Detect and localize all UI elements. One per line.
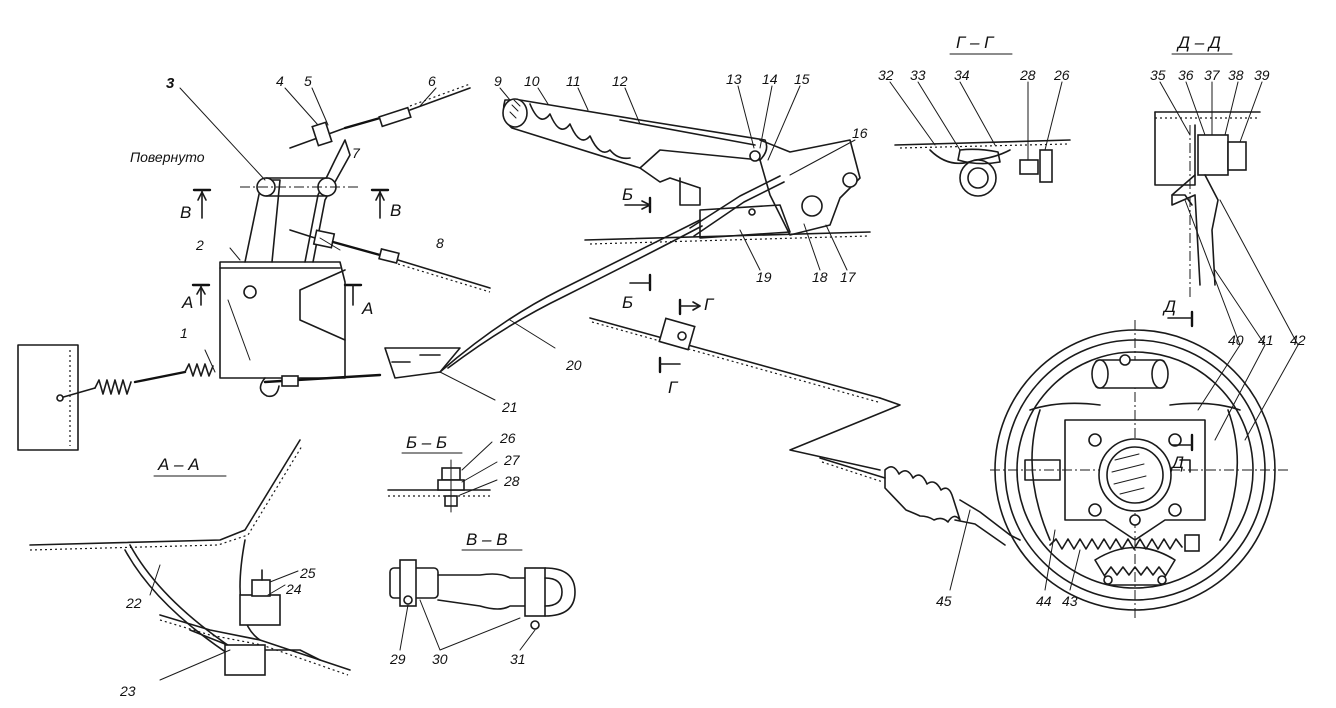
marker-g-bottom: Г bbox=[668, 378, 679, 397]
label-45: 45 bbox=[936, 593, 952, 609]
label-43: 43 bbox=[1062, 593, 1078, 609]
label-14: 14 bbox=[762, 71, 778, 87]
label-15: 15 bbox=[794, 71, 810, 87]
label-21: 21 bbox=[501, 399, 518, 415]
marker-d-bottom: Д bbox=[1170, 453, 1184, 472]
cable-boot bbox=[819, 457, 1021, 546]
label-4: 4 bbox=[276, 73, 284, 89]
label-34: 34 bbox=[954, 67, 970, 83]
section-aa-detail bbox=[29, 439, 351, 676]
label-11: 11 bbox=[566, 73, 581, 89]
label-36: 36 bbox=[1178, 67, 1194, 83]
label-26-bb: 26 bbox=[499, 430, 516, 446]
label-2: 2 bbox=[195, 237, 204, 253]
label-20: 20 bbox=[565, 357, 582, 373]
marker-v-right: В bbox=[390, 201, 401, 220]
label-32: 32 bbox=[878, 67, 894, 83]
label-18: 18 bbox=[812, 269, 828, 285]
section-title-aa: А – А bbox=[157, 455, 200, 474]
body-panel bbox=[17, 344, 79, 451]
text-labels: 3 4 5 6 7 8 2 1 Повернуто 9 10 11 12 13 … bbox=[119, 33, 1306, 699]
marker-a-right: А bbox=[361, 299, 373, 318]
section-title-vv: В – В bbox=[466, 530, 508, 549]
section-title-bb: Б – Б bbox=[406, 433, 447, 452]
label-8: 8 bbox=[436, 235, 444, 251]
label-35: 35 bbox=[1150, 67, 1166, 83]
marker-b-top: Б bbox=[622, 185, 633, 204]
section-dd-detail bbox=[1154, 111, 1261, 300]
label-41: 41 bbox=[1258, 332, 1274, 348]
hand-brake-lever bbox=[502, 98, 871, 245]
label-16: 16 bbox=[852, 125, 868, 141]
label-40: 40 bbox=[1228, 332, 1244, 348]
label-3: 3 bbox=[166, 75, 175, 92]
marker-v-left: В bbox=[180, 203, 191, 222]
label-44: 44 bbox=[1036, 593, 1052, 609]
section-title-dd: Д – Д bbox=[1176, 33, 1221, 52]
label-37: 37 bbox=[1204, 67, 1221, 83]
brake-drum bbox=[990, 320, 1290, 620]
label-12: 12 bbox=[612, 73, 628, 89]
label-28-gg: 28 bbox=[1019, 67, 1036, 83]
label-9: 9 bbox=[494, 73, 502, 89]
label-26-gg: 26 bbox=[1053, 67, 1070, 83]
section-title-gg: Г – Г bbox=[956, 33, 995, 52]
label-33: 33 bbox=[910, 67, 926, 83]
marker-d-top: Д bbox=[1162, 297, 1176, 316]
leader-lines bbox=[149, 81, 1299, 681]
middle-cable-clamp bbox=[589, 317, 901, 471]
label-42: 42 bbox=[1290, 332, 1306, 348]
label-29: 29 bbox=[389, 651, 406, 667]
label-38: 38 bbox=[1228, 67, 1244, 83]
label-31: 31 bbox=[510, 651, 526, 667]
section-gg-detail bbox=[894, 139, 1071, 197]
section-vv-detail bbox=[389, 559, 576, 630]
label-27: 27 bbox=[503, 452, 521, 468]
marker-b-bottom: Б bbox=[622, 293, 633, 312]
label-5: 5 bbox=[304, 73, 312, 89]
front-cables bbox=[289, 83, 491, 293]
label-30: 30 bbox=[432, 651, 448, 667]
marker-g-top: Г bbox=[704, 295, 715, 314]
label-24: 24 bbox=[285, 581, 302, 597]
label-23: 23 bbox=[119, 683, 136, 699]
rotated-annotation: Повернуто bbox=[130, 149, 205, 165]
label-13: 13 bbox=[726, 71, 742, 87]
label-6: 6 bbox=[428, 73, 436, 89]
label-39: 39 bbox=[1254, 67, 1270, 83]
label-17: 17 bbox=[840, 269, 857, 285]
label-19: 19 bbox=[756, 269, 772, 285]
label-10: 10 bbox=[524, 73, 540, 89]
label-1: 1 bbox=[180, 325, 188, 341]
label-22: 22 bbox=[125, 595, 142, 611]
label-25: 25 bbox=[299, 565, 316, 581]
label-28-bb: 28 bbox=[503, 473, 520, 489]
section-markers bbox=[191, 188, 1194, 452]
equalizer-bracket bbox=[219, 139, 360, 398]
rear-cable-spring bbox=[56, 363, 214, 402]
label-7: 7 bbox=[352, 145, 361, 161]
marker-a-left: А bbox=[181, 293, 193, 312]
section-bb-detail bbox=[387, 459, 491, 513]
